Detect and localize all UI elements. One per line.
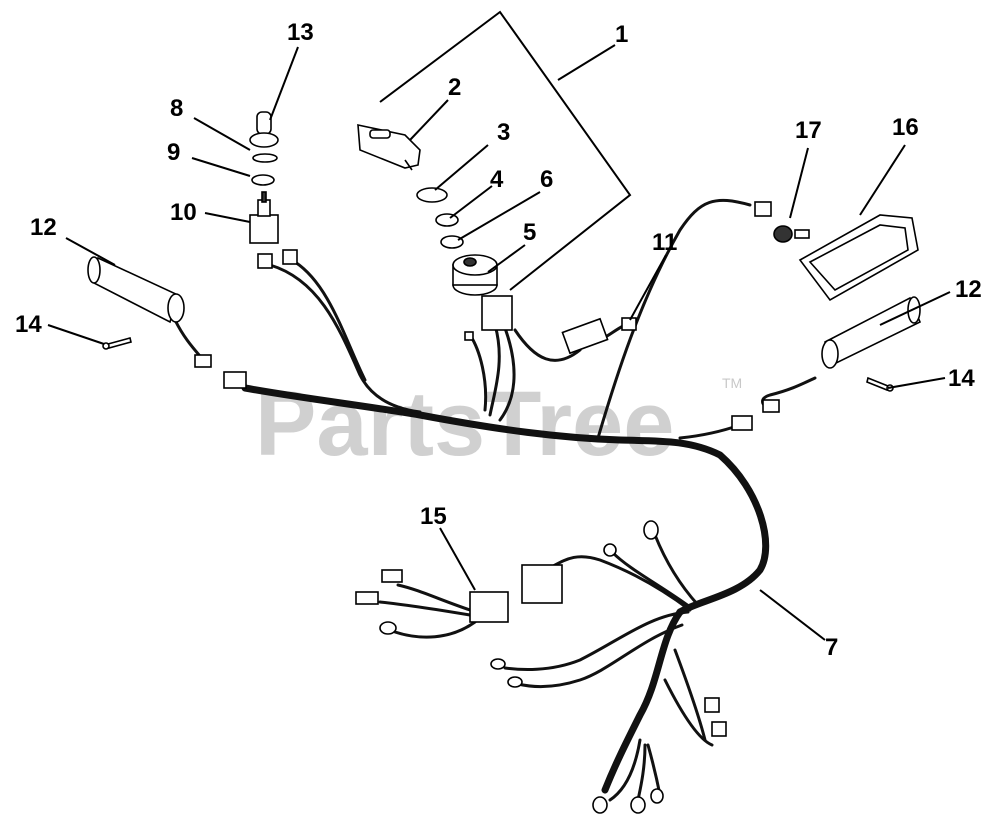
inline-connector-long — [561, 317, 609, 355]
main-connector-block — [521, 564, 563, 604]
key-lock-washer-part — [440, 235, 464, 249]
key-switch-connector — [481, 295, 513, 331]
watermark-tm: TM — [722, 375, 742, 391]
callout-6: 6 — [540, 166, 553, 193]
tube-connector-left-b — [223, 371, 247, 389]
callout-14-right: 14 — [948, 365, 975, 392]
small-terminal — [464, 331, 474, 341]
ring-terminal-6 — [630, 796, 646, 814]
ring-terminal-2 — [603, 543, 617, 557]
callout-17: 17 — [795, 117, 822, 144]
relay-part — [469, 591, 509, 623]
callout-16: 16 — [892, 114, 919, 141]
key-washer-part — [435, 213, 459, 227]
fuse-holder-part — [621, 317, 637, 331]
callout-1: 1 — [615, 21, 628, 48]
light-lens-part — [798, 214, 919, 302]
relay-terminal-a — [381, 569, 403, 583]
callout-4: 4 — [490, 166, 504, 193]
nut-part — [416, 187, 448, 203]
callout-15: 15 — [420, 503, 447, 530]
ring-terminal-4 — [507, 676, 523, 688]
screw-left — [107, 337, 132, 349]
toggle-switch-part — [249, 191, 279, 244]
tube-connector-left-a — [194, 354, 212, 368]
washer-part — [252, 153, 278, 163]
spade-connector-1 — [704, 697, 720, 713]
key-part — [357, 123, 421, 171]
ring-terminal-7 — [650, 788, 664, 804]
callout-numbers: 1 2 3 4 6 5 7 8 9 10 11 12 12 13 14 14 1… — [15, 19, 982, 661]
callout-10: 10 — [170, 199, 197, 226]
ring-terminal-3 — [490, 658, 506, 670]
callout-8: 8 — [170, 95, 183, 122]
ring-terminal-1 — [643, 520, 659, 540]
screw-left-head — [102, 342, 110, 350]
callout-14-left: 14 — [15, 311, 42, 338]
screw-right — [866, 376, 889, 392]
callout-9: 9 — [167, 139, 180, 166]
callout-12-left: 12 — [30, 214, 57, 241]
leader-lines — [47, 10, 951, 641]
ring-terminal-5 — [592, 796, 608, 814]
callout-5: 5 — [523, 219, 536, 246]
lamp-socket-part — [754, 201, 810, 243]
handle-tube-right — [821, 296, 922, 369]
relay-ring-terminal — [379, 621, 397, 635]
callout-13: 13 — [287, 19, 314, 46]
handle-tube-left — [87, 256, 185, 324]
key-switch-part — [452, 254, 498, 296]
relay-terminal-b — [355, 591, 379, 605]
switch-connector-b — [282, 249, 298, 265]
tube-connector-right-b — [762, 399, 780, 413]
spade-connector-2 — [711, 721, 727, 737]
lock-washer-part — [251, 174, 275, 186]
callout-12-right: 12 — [955, 276, 982, 303]
tube-connector-right-a — [731, 415, 753, 431]
toggle-knob-part — [249, 111, 279, 148]
callout-3: 3 — [497, 119, 510, 146]
callout-7: 7 — [825, 634, 838, 661]
callout-11: 11 — [652, 229, 677, 256]
switch-connector-a — [257, 253, 273, 269]
callout-2: 2 — [448, 74, 461, 101]
